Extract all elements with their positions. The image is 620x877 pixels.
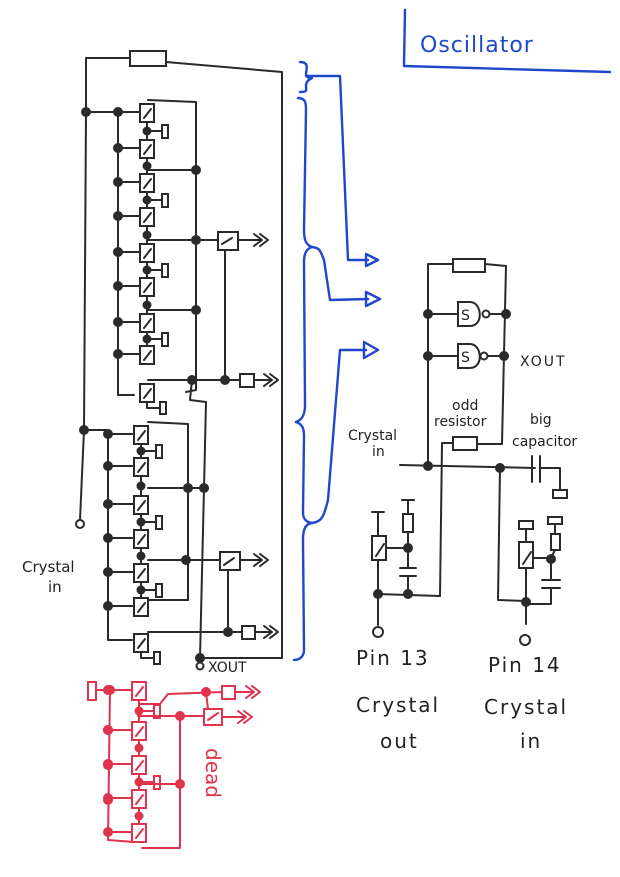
pin13-terminal (372, 626, 384, 638)
odd-resistor-label-1: odd (452, 398, 478, 414)
pin13-switch (371, 535, 387, 561)
title-text: Oscillator (420, 33, 534, 58)
left-circuit: XOUT Crystal in (22, 50, 283, 676)
brace-top (298, 60, 314, 94)
pin14-desc-2: in (520, 729, 542, 753)
lower-switch-chain (103, 425, 163, 665)
gate-2-label: S (461, 350, 470, 366)
odd-resistor-label-2: resistor (434, 414, 487, 430)
pin13-desc-1: Crystal (356, 693, 440, 717)
big-capacitor-label-1: big (530, 412, 552, 428)
arrow-to-gate-1 (364, 290, 382, 308)
brace-upper-chain (294, 96, 314, 424)
big-capacitor (531, 455, 541, 483)
left-xout-label: XOUT (208, 660, 247, 676)
right-feedback-resistor (452, 258, 486, 273)
arrow-to-resistor (364, 252, 380, 268)
gate-1-label: S (461, 308, 470, 324)
pin14-desc-1: Crystal (484, 695, 568, 719)
output-arrow-4 (254, 625, 279, 639)
right-crystal-in-label-2: in (372, 444, 385, 460)
left-crystal-in-label-2: in (48, 578, 62, 596)
schmitt-gate-1 (457, 301, 481, 327)
dead-circuit: dead (87, 681, 261, 849)
output-arrow-1 (237, 233, 269, 247)
pin14-terminal (519, 634, 531, 646)
pin14-label: Pin 14 (488, 653, 562, 677)
arrow-to-gate-2 (362, 340, 380, 360)
pin13-desc-2: out (380, 729, 419, 753)
pin13-label: Pin 13 (356, 646, 430, 670)
right-circuit: S S XOUT odd resistor Crystal in big cap… (348, 258, 577, 753)
right-crystal-in-label-1: Crystal (348, 428, 397, 444)
upper-switch-chain (113, 103, 169, 415)
brace-lower-chain (292, 420, 314, 662)
output-arrow-2 (253, 373, 279, 387)
feedback-resistor (129, 50, 167, 67)
dead-label: dead (201, 748, 225, 798)
big-capacitor-label-2: capacitor (512, 434, 577, 450)
annotation-braces (292, 60, 382, 662)
left-crystal-in-label-1: Crystal (22, 558, 75, 576)
title-block: Oscillator (402, 8, 612, 74)
title-underline (402, 8, 612, 74)
crystal-in-terminal (75, 519, 85, 529)
right-xout-label: XOUT (520, 354, 567, 370)
pin14-switch (518, 541, 534, 569)
output-arrow-3 (239, 553, 269, 567)
odd-resistor (452, 436, 478, 451)
schmitt-gate-2 (457, 343, 481, 369)
